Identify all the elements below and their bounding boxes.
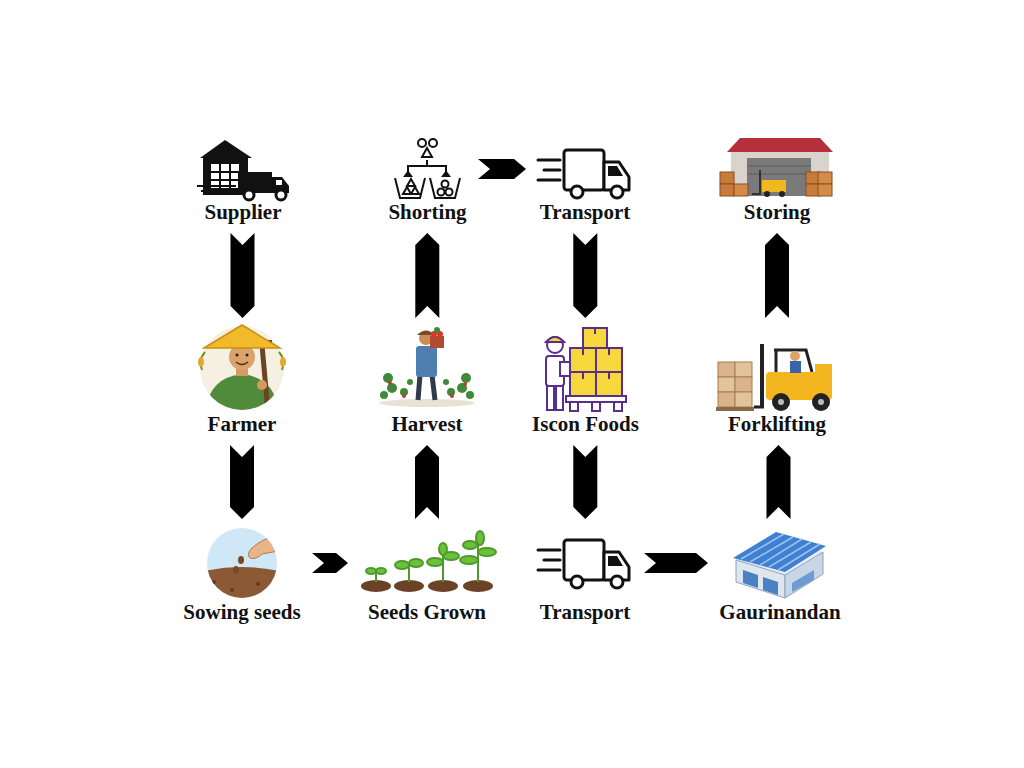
flow-step: Transport [533, 526, 637, 626]
icon-space [715, 138, 839, 200]
icon-space [715, 526, 845, 600]
chevron-arrow [230, 445, 254, 519]
chevron-arrow [415, 445, 439, 519]
chevron-arrow [573, 445, 597, 519]
step-label: Seeds Grown [355, 600, 499, 624]
flow-step: Seeds Grown [355, 526, 499, 626]
warehouse-icon [720, 138, 833, 197]
chevron-arrow [478, 159, 526, 179]
step-label: Harvest [373, 412, 481, 436]
icon-space [179, 526, 305, 600]
step-label: Gaurinandan [715, 600, 845, 624]
step-label: Sowing seeds [179, 600, 305, 624]
chevron-arrow [644, 553, 708, 573]
icon-space [528, 325, 643, 412]
step-label: Iscon Foods [528, 412, 643, 436]
chevron-arrow [765, 233, 789, 318]
flow-step: Farmer [193, 325, 291, 438]
step-label: Forklifting [714, 412, 840, 436]
flow-step: Harvest [373, 325, 481, 438]
step-label: Storing [715, 200, 839, 224]
chevron-arrow [415, 233, 439, 318]
icon-space [533, 138, 637, 200]
icon-space [193, 325, 291, 412]
icon-space [714, 325, 840, 412]
flow-step: Shorting [384, 138, 471, 226]
chevron-arrow [767, 445, 791, 519]
flow-step: Transport [533, 138, 637, 226]
flow-step: Supplier [191, 138, 295, 226]
farmer-icon [198, 325, 286, 412]
packing-worker-icon [546, 328, 626, 411]
harvest-icon [379, 327, 475, 407]
sowing-icon [200, 528, 284, 600]
flow-step: Gaurinandan [715, 526, 845, 626]
factory-icon [733, 532, 826, 598]
truck-icon [538, 150, 629, 198]
icon-space [355, 526, 499, 600]
step-label: Supplier [191, 200, 295, 224]
step-label: Farmer [193, 412, 291, 436]
chevron-arrow [231, 233, 255, 318]
flow-step: Sowing seeds [179, 526, 305, 626]
truck-icon [538, 540, 629, 588]
step-label: Shorting [384, 200, 471, 224]
flow-step: Forklifting [714, 325, 840, 438]
sorting-icon [395, 139, 460, 198]
forklift-icon [716, 344, 832, 411]
flow-step: Storing [715, 138, 839, 226]
supplier-icon [197, 140, 289, 200]
chevron-arrow [573, 233, 597, 318]
step-label: Transport [533, 600, 637, 624]
flow-step: Iscon Foods [528, 325, 643, 438]
sprouts-icon [361, 531, 496, 592]
icon-space [191, 138, 295, 200]
icon-space [373, 325, 481, 412]
chevron-arrow [312, 553, 348, 573]
step-label: Transport [533, 200, 637, 224]
icon-space [384, 138, 471, 200]
icon-space [533, 526, 637, 600]
